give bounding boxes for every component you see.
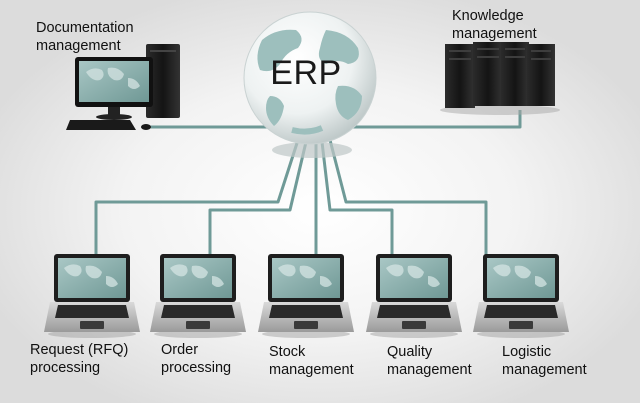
- connector-logistic: [328, 139, 488, 256]
- node-label-logistic: Logistic management: [502, 343, 587, 379]
- node-label-line: Documentation: [36, 20, 134, 36]
- globe-icon: [243, 11, 377, 158]
- desktop-computer-icon: [66, 44, 180, 130]
- connector-order: [208, 141, 308, 256]
- node-label-line: management: [502, 362, 587, 378]
- node-label-stock: Stock management: [269, 343, 354, 379]
- node-label-line: management: [387, 362, 472, 378]
- connector-quality: [320, 141, 394, 256]
- node-label-line: processing: [161, 360, 232, 376]
- node-label-line: Logistic: [502, 344, 552, 360]
- node-label-line: management: [36, 38, 121, 54]
- laptop-group: [44, 254, 569, 338]
- node-label-line: Quality: [387, 344, 433, 360]
- node-label-line: Knowledge: [452, 8, 524, 24]
- laptop-icon: [150, 254, 246, 338]
- laptop-icon: [473, 254, 569, 338]
- node-label-line: management: [269, 362, 354, 378]
- laptop-icon: [44, 254, 140, 338]
- laptop-icon: [366, 254, 462, 338]
- node-label-line: Stock: [269, 344, 306, 360]
- laptop-icon: [258, 254, 354, 338]
- server-rack-icon: [440, 42, 560, 115]
- node-label-order: Order processing: [161, 341, 231, 377]
- connector-lines: [94, 110, 522, 256]
- erp-hub-title: ERP: [270, 54, 342, 92]
- node-label-request: Request (RFQ) processing: [30, 341, 128, 377]
- node-label-knowledge: Knowledge management: [452, 7, 537, 43]
- node-label-line: management: [452, 26, 537, 42]
- node-label-line: Request (RFQ): [30, 342, 129, 358]
- connector-request: [94, 139, 300, 256]
- node-label-line: Order: [161, 342, 199, 358]
- node-label-quality: Quality management: [387, 343, 472, 379]
- node-label-documentation: Documentation management: [36, 19, 134, 55]
- node-label-line: processing: [30, 360, 101, 376]
